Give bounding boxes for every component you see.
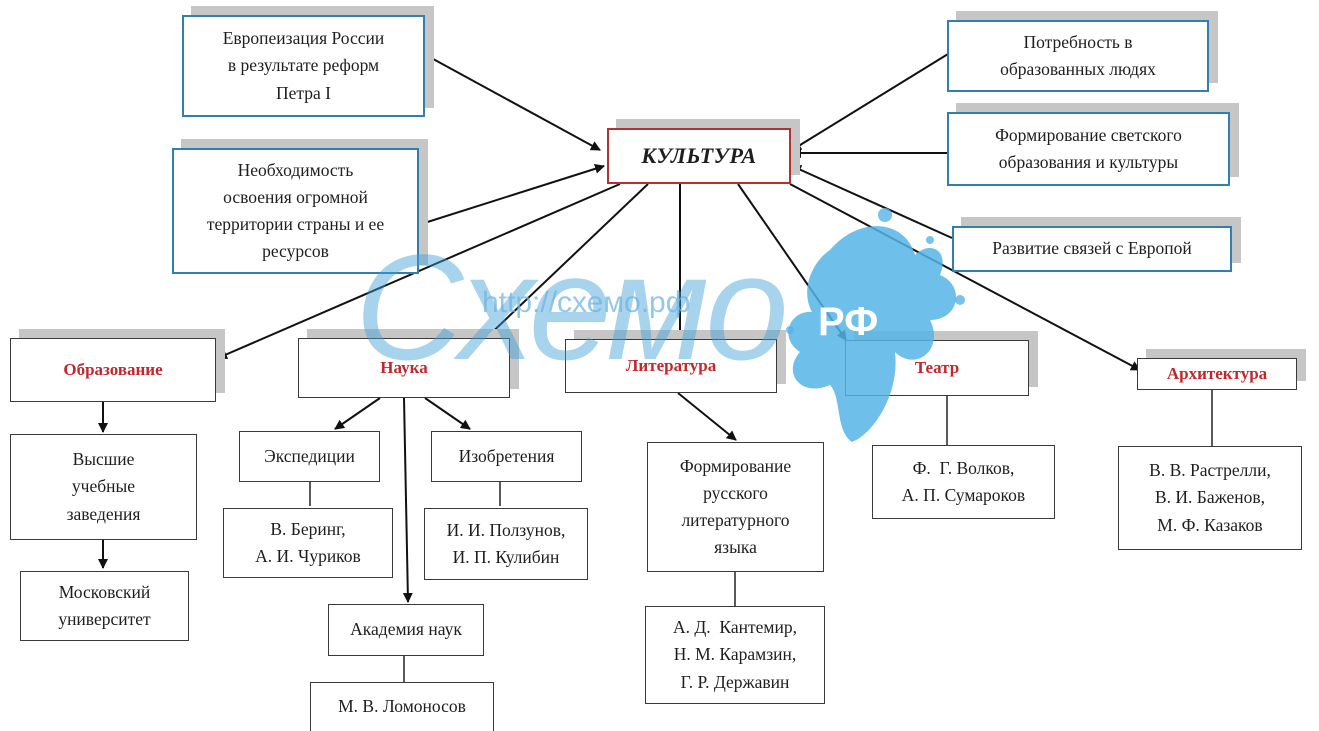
detail-expeditions: Экспедиции [239,431,380,482]
detail-academy: Академия наук [328,604,484,656]
arrow-lit-language [677,392,737,441]
arrow-educated-people [791,53,949,151]
arrow-to-science [483,183,649,341]
arrow-to-education [217,183,621,360]
cause-europe-ties: Развитие связей с Европой [952,226,1232,272]
watermark-badge: РФ [818,300,879,344]
detail-architects: В. В. Растрелли, В. И. Баженов, М. Ф. Ка… [1118,446,1302,550]
detail-moscow-university: Московский университет [20,571,189,641]
arrow-europeanization [423,53,601,151]
cause-europeanization: Европеизация России в результате реформ … [182,15,425,117]
category-architecture: Архитектура [1137,358,1297,390]
detail-higher-schools: Высшие учебные заведения [10,434,197,540]
category-theater: Театр [845,340,1029,396]
watermark-logo: Схемо [355,223,789,391]
category-science: Наука [298,338,510,398]
detail-lit-language: Формирование русского литературного язык… [647,442,824,572]
category-education: Образование [10,338,216,402]
center-culture: КУЛЬТУРА [607,128,791,184]
detail-theater-people: Ф. Г. Волков, А. П. Сумароков [872,445,1055,519]
category-literature: Литература [565,339,777,393]
detail-inventions: Изобретения [431,431,582,482]
arrow-to-architecture [789,183,1141,371]
cause-territory: Необходимость освоения огромной территор… [172,148,419,274]
cause-secular-education: Формирование светского образования и кул… [947,112,1230,186]
detail-polzunov: И. И. Ползунов, И. П. Кулибин [424,508,588,580]
arrow-sci-expeditions [334,397,381,430]
detail-lomonosov: М. В. Ломоносов [310,682,494,731]
watermark-url: http://схемо.рф [482,286,691,319]
arrow-europe-ties [791,165,953,239]
cause-educated-people: Потребность в образованных людях [947,20,1209,92]
arrow-territory [417,163,605,226]
detail-bering: В. Беринг, А. И. Чуриков [223,508,393,578]
detail-writers: А. Д. Кантемир, Н. М. Карамзин, Г. Р. Де… [645,606,825,704]
arrow-sci-academy [402,397,413,603]
arrow-sci-inventions [424,397,471,430]
